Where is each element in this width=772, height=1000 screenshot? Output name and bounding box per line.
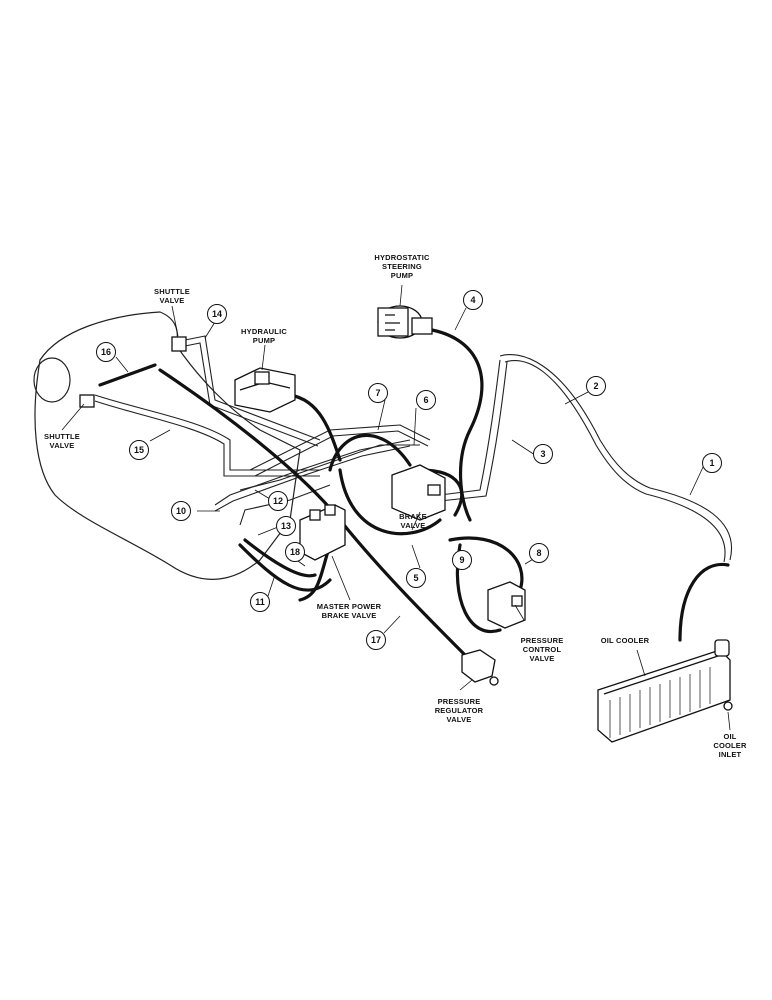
label-oil-cooler-inlet: OIL COOLER INLET xyxy=(706,732,754,759)
master-power-brake-valve-body xyxy=(299,504,346,561)
label-line: VALVE xyxy=(400,521,426,530)
label-line: REGULATOR xyxy=(434,706,484,715)
flywheel-housing xyxy=(33,357,71,403)
label-pressure-regulator-valve: PRESSURE REGULATOR VALVE xyxy=(424,697,494,724)
label-brake-valve: BRAKE VALVE xyxy=(388,512,438,530)
callout-14: 14 xyxy=(207,304,227,324)
callout-8: 8 xyxy=(529,543,549,563)
label-line: OIL xyxy=(723,732,737,741)
label-oil-cooler: OIL COOLER xyxy=(590,636,660,645)
transmission-housing xyxy=(34,311,301,581)
components xyxy=(79,305,733,743)
callout-1: 1 xyxy=(702,453,722,473)
callout-11: 11 xyxy=(250,592,270,612)
brake-valve-body xyxy=(391,464,446,521)
label-shuttle-valve-left: SHUTTLE VALVE xyxy=(34,432,90,450)
callout-9: 9 xyxy=(452,550,472,570)
label-line: CONTROL xyxy=(522,645,562,654)
pressure-regulator-valve-body xyxy=(461,649,499,686)
callout-2: 2 xyxy=(586,376,606,396)
callout-17: 17 xyxy=(366,630,386,650)
callout-7: 7 xyxy=(368,383,388,403)
label-line: VALVE xyxy=(49,441,75,450)
label-pressure-control-valve: PRESSURE CONTROL VALVE xyxy=(510,636,574,663)
label-line: HYDRAULIC xyxy=(241,327,287,336)
label-line: BRAKE xyxy=(399,512,427,521)
hydrostatic-steering-pump-body xyxy=(377,305,433,339)
callout-15: 15 xyxy=(129,440,149,460)
shuttle-valve-left-body xyxy=(79,394,95,408)
label-line: HYDROSTATIC xyxy=(374,253,430,262)
label-line: PRESSURE xyxy=(437,697,481,706)
label-hydrostatic-steering-pump: HYDROSTATIC STEERING PUMP xyxy=(360,253,444,280)
label-line: MASTER POWER xyxy=(316,602,382,611)
label-shuttle-valve-top: SHUTTLE VALVE xyxy=(142,287,202,305)
label-line: SHUTTLE xyxy=(154,287,190,296)
callout-12: 12 xyxy=(268,491,288,511)
label-line: VALVE xyxy=(159,296,185,305)
label-line: VALVE xyxy=(446,715,472,724)
label-line: STEERING xyxy=(382,262,422,271)
label-line: PRESSURE xyxy=(520,636,564,645)
label-line: OIL COOLER xyxy=(600,636,650,645)
oil-cooler-body xyxy=(597,639,733,743)
callout-3: 3 xyxy=(533,444,553,464)
hydraulic-pump-body xyxy=(234,367,296,413)
label-line: SHUTTLE xyxy=(44,432,80,441)
callout-13: 13 xyxy=(276,516,296,536)
label-line: BRAKE VALVE xyxy=(321,611,377,620)
label-line: INLET xyxy=(718,750,742,759)
callout-10: 10 xyxy=(171,501,191,521)
pressure-control-valve-body xyxy=(487,581,526,629)
label-hydraulic-pump: HYDRAULIC PUMP xyxy=(234,327,294,345)
callout-16: 16 xyxy=(96,342,116,362)
label-line: PUMP xyxy=(390,271,414,280)
callout-6: 6 xyxy=(416,390,436,410)
shuttle-valve-top-body xyxy=(171,336,187,352)
callout-4: 4 xyxy=(463,290,483,310)
label-line: PUMP xyxy=(252,336,276,345)
label-line: VALVE xyxy=(529,654,555,663)
callout-18: 18 xyxy=(285,542,305,562)
label-master-power-brake-valve: MASTER POWER BRAKE VALVE xyxy=(306,602,392,620)
callout-5: 5 xyxy=(406,568,426,588)
label-line: COOLER xyxy=(713,741,747,750)
